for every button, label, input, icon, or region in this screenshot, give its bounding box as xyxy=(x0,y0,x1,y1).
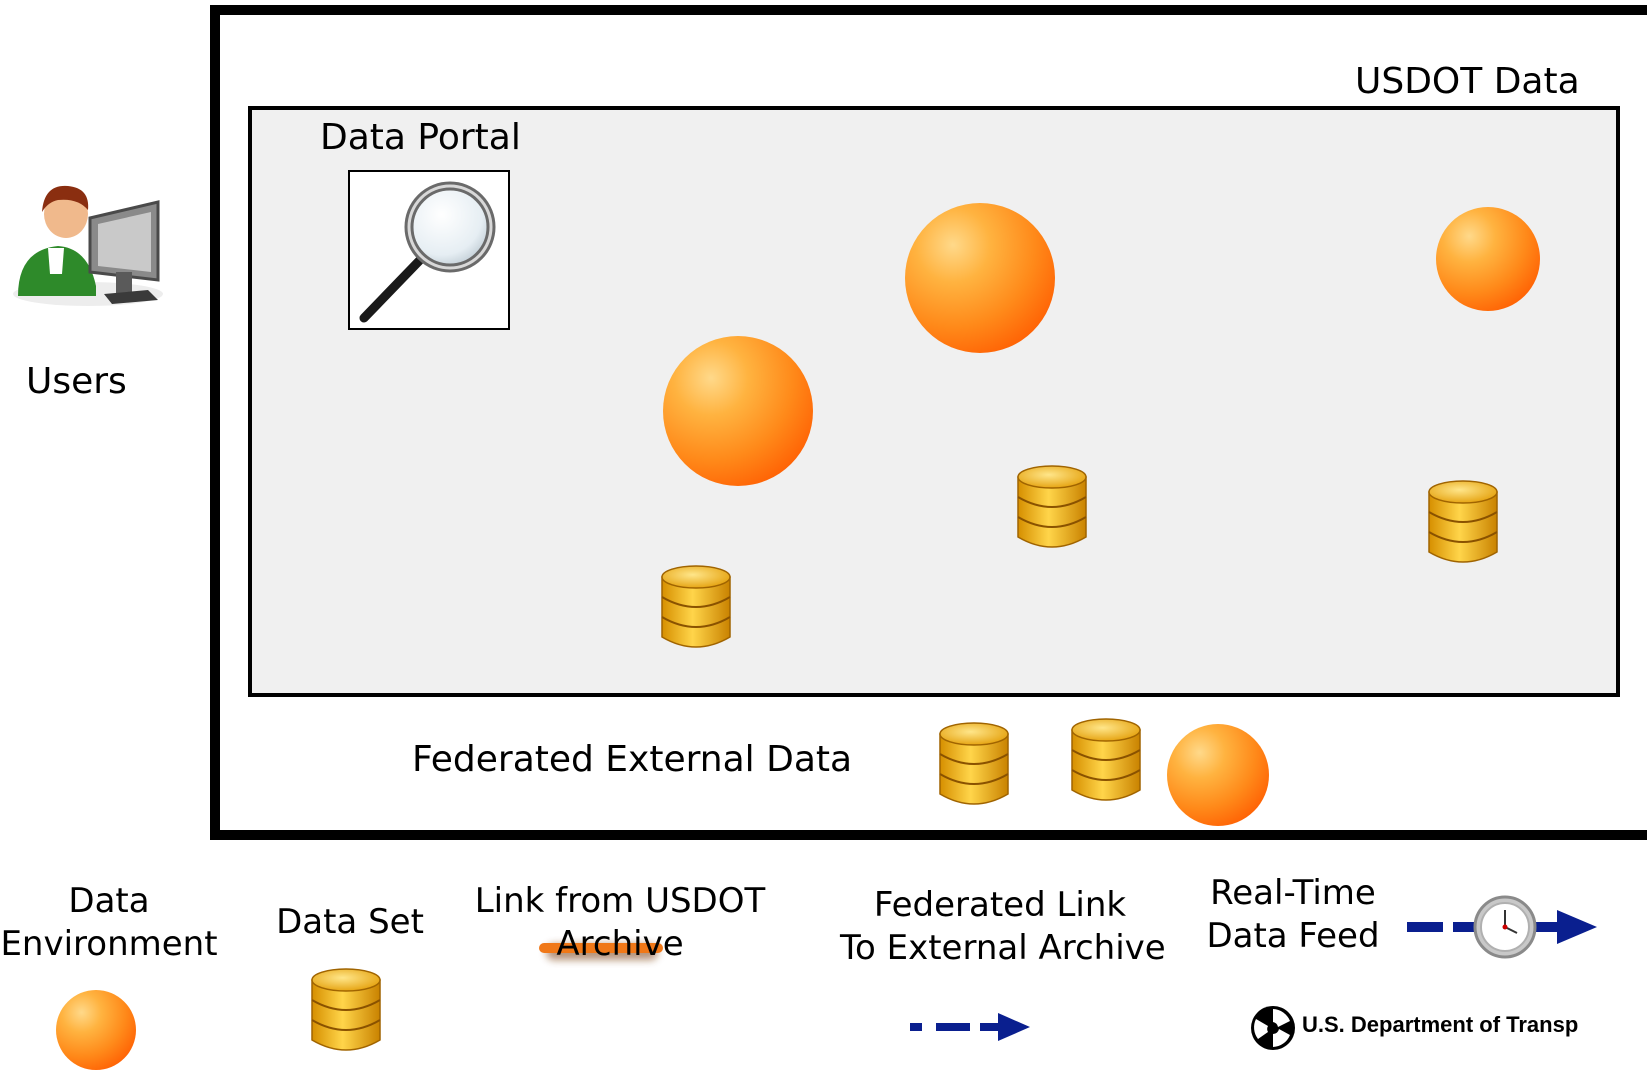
data-environment-sphere[interactable] xyxy=(905,203,1055,353)
data-environment-sphere[interactable] xyxy=(1167,724,1269,826)
legend-data-environment-sphere xyxy=(56,990,136,1070)
legend-link-from-usdot-archive-line xyxy=(538,932,668,972)
data-set-icon[interactable] xyxy=(938,722,1010,810)
data-set-icon[interactable] xyxy=(1427,480,1499,568)
data-portal-box[interactable] xyxy=(348,170,510,330)
legend-link-from-usdot-archive-label: Link from USDOT Archive xyxy=(474,881,766,964)
legend-real-time-data-feed-arrow xyxy=(1405,888,1605,972)
legend-federated-link-label: Federated Link To External Archive xyxy=(840,885,1166,968)
federated-external-data-label: Federated External Data xyxy=(412,739,853,780)
magnifier-icon xyxy=(359,181,496,323)
legend-data-set-icon xyxy=(310,968,382,1056)
data-environment-sphere[interactable] xyxy=(663,336,813,486)
legend-federated-link-arrow xyxy=(906,1010,1036,1048)
legend-data-set-label: Data Set xyxy=(276,902,424,942)
usdot-data-label: USDOT Data xyxy=(1355,61,1580,102)
data-portal-label: Data Portal xyxy=(320,117,521,158)
footer-brand-text: U.S. Department of Transp xyxy=(1302,1012,1579,1037)
user-computer-icon xyxy=(8,178,168,317)
data-set-icon[interactable] xyxy=(660,565,732,653)
data-environment-sphere[interactable] xyxy=(1436,207,1540,311)
legend-real-time-data-feed-label: Real-Time Data Feed xyxy=(1206,873,1380,956)
legend-data-environment-label: Data Environment xyxy=(0,881,218,964)
users-label: Users xyxy=(26,361,127,402)
data-set-icon[interactable] xyxy=(1070,718,1142,806)
usdot-logo-icon xyxy=(1250,1005,1296,1055)
data-set-icon[interactable] xyxy=(1016,465,1088,553)
